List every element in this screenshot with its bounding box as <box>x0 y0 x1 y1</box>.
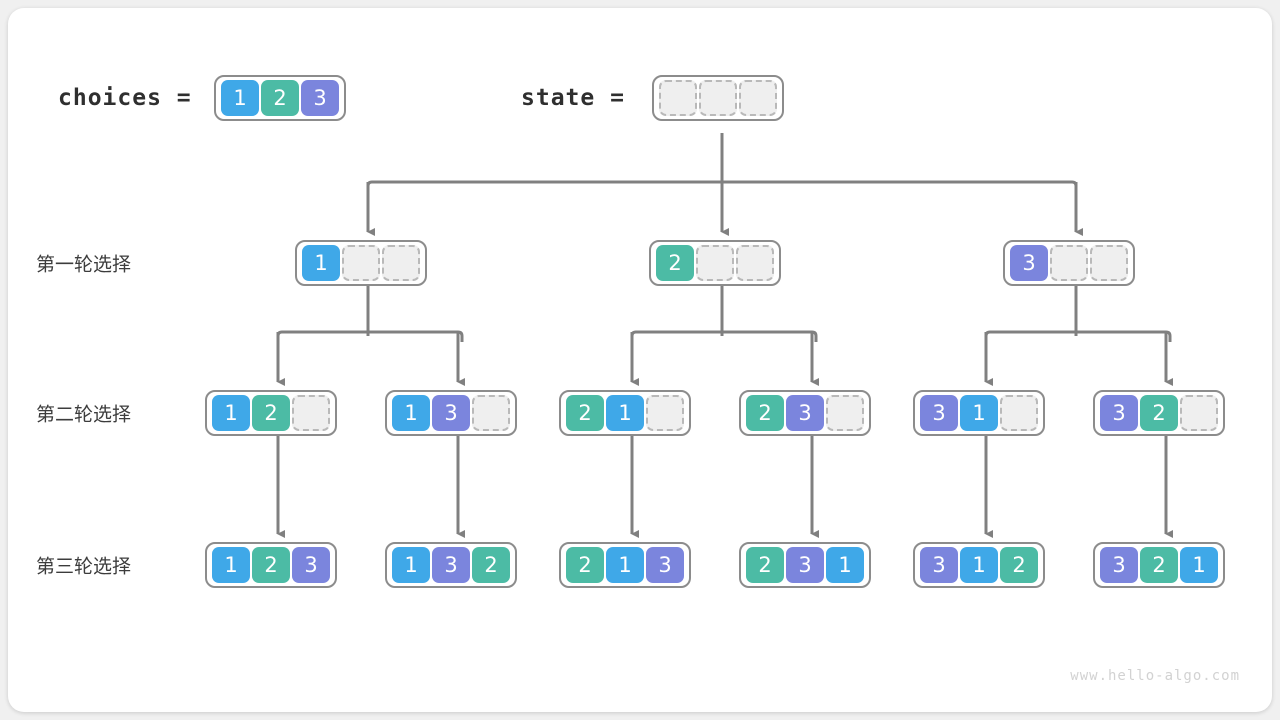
level-label-1: 第一轮选择 <box>36 253 132 276</box>
tree-node-level3: 2 3 1 <box>739 542 871 588</box>
tree-node-level2: 1 3 <box>385 390 517 436</box>
array-cell: 1 <box>392 547 430 583</box>
array-cell: 1 <box>212 547 250 583</box>
array-cell: 3 <box>1010 245 1048 281</box>
array-cell-empty <box>342 245 380 281</box>
array-cell: 1 <box>826 547 864 583</box>
array-cell: 3 <box>920 547 958 583</box>
array-cell: 2 <box>252 547 290 583</box>
tree-node-level3: 1 2 3 <box>205 542 337 588</box>
array-cell-empty <box>659 80 697 116</box>
array-cell-empty <box>1090 245 1128 281</box>
tree-node-level2: 3 2 <box>1093 390 1225 436</box>
array-cell: 2 <box>1000 547 1038 583</box>
array-cell-empty <box>1050 245 1088 281</box>
array-cell: 3 <box>292 547 330 583</box>
array-cell: 3 <box>646 547 684 583</box>
choices-label: choices = <box>58 85 192 111</box>
tree-node-level2: 1 2 <box>205 390 337 436</box>
array-cell: 1 <box>1180 547 1218 583</box>
tree-node-level3: 3 2 1 <box>1093 542 1225 588</box>
tree-node-level3: 3 1 2 <box>913 542 1045 588</box>
array-cell-empty <box>736 245 774 281</box>
array-cell-empty <box>826 395 864 431</box>
array-cell: 3 <box>301 80 339 116</box>
watermark: www.hello-algo.com <box>1070 668 1240 684</box>
choices-array: 1 2 3 <box>214 75 346 121</box>
array-cell: 1 <box>606 547 644 583</box>
array-cell: 2 <box>566 395 604 431</box>
array-cell-empty <box>1000 395 1038 431</box>
array-cell: 1 <box>960 395 998 431</box>
array-cell: 1 <box>212 395 250 431</box>
array-cell-empty <box>382 245 420 281</box>
tree-node-level2: 2 3 <box>739 390 871 436</box>
array-cell: 3 <box>786 395 824 431</box>
array-cell-empty <box>472 395 510 431</box>
array-cell: 1 <box>221 80 259 116</box>
array-cell: 3 <box>1100 395 1138 431</box>
array-cell: 3 <box>432 395 470 431</box>
tree-node-level1: 2 <box>649 240 781 286</box>
array-cell-empty <box>739 80 777 116</box>
array-cell-empty <box>699 80 737 116</box>
array-cell: 2 <box>261 80 299 116</box>
figure-card <box>8 8 1272 712</box>
array-cell: 2 <box>566 547 604 583</box>
array-cell: 1 <box>606 395 644 431</box>
level-label-2: 第二轮选择 <box>36 403 132 426</box>
array-cell: 1 <box>302 245 340 281</box>
level-label-3: 第三轮选择 <box>36 555 132 578</box>
array-cell: 3 <box>432 547 470 583</box>
tree-node-level2: 3 1 <box>913 390 1045 436</box>
array-cell: 1 <box>960 547 998 583</box>
state-array <box>652 75 784 121</box>
tree-node-level3: 1 3 2 <box>385 542 517 588</box>
tree-node-level1: 3 <box>1003 240 1135 286</box>
array-cell: 3 <box>920 395 958 431</box>
array-cell: 2 <box>1140 395 1178 431</box>
array-cell-empty <box>696 245 734 281</box>
array-cell-empty <box>292 395 330 431</box>
state-label: state = <box>521 85 625 111</box>
tree-node-level2: 2 1 <box>559 390 691 436</box>
array-cell: 2 <box>746 395 784 431</box>
array-cell-empty <box>1180 395 1218 431</box>
array-cell: 2 <box>472 547 510 583</box>
array-cell: 2 <box>252 395 290 431</box>
array-cell: 2 <box>1140 547 1178 583</box>
tree-node-level1: 1 <box>295 240 427 286</box>
array-cell: 1 <box>392 395 430 431</box>
array-cell-empty <box>646 395 684 431</box>
array-cell: 3 <box>1100 547 1138 583</box>
array-cell: 2 <box>746 547 784 583</box>
tree-node-level3: 2 1 3 <box>559 542 691 588</box>
array-cell: 2 <box>656 245 694 281</box>
array-cell: 3 <box>786 547 824 583</box>
